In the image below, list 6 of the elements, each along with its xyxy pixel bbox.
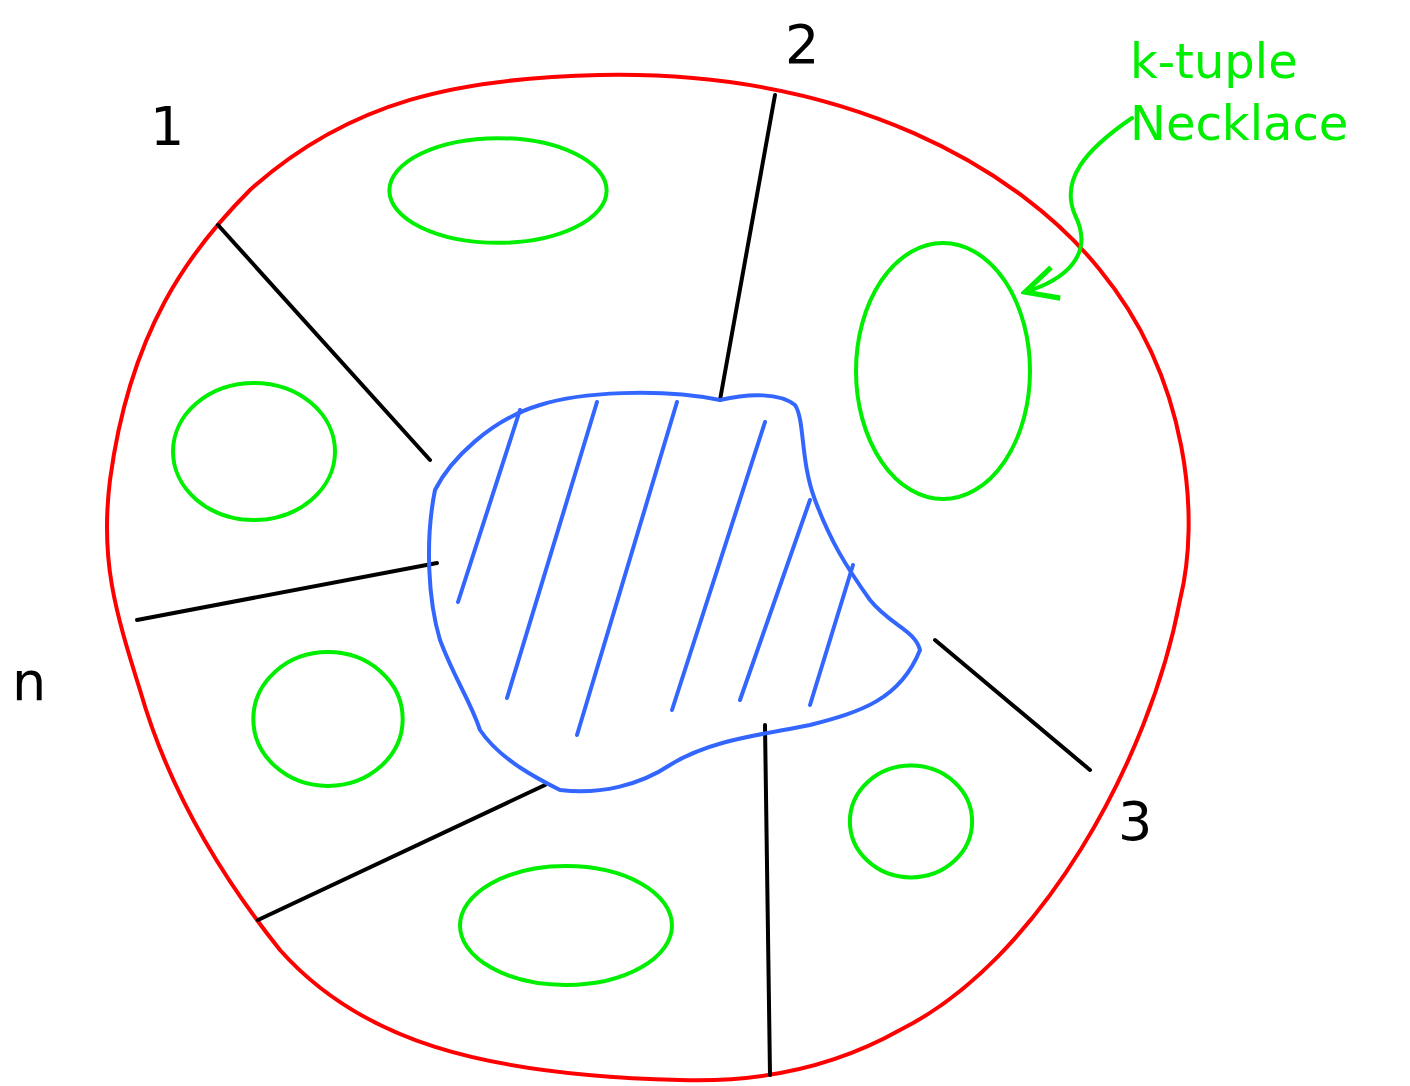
sector-number: 2 xyxy=(785,18,820,72)
necklace-label: k-tuple Necklace xyxy=(1130,32,1350,154)
sector-number: n xyxy=(12,655,47,709)
arrow xyxy=(1022,116,1134,300)
sector-number: 3 xyxy=(1118,795,1153,849)
sector-number: 1 xyxy=(150,100,185,154)
